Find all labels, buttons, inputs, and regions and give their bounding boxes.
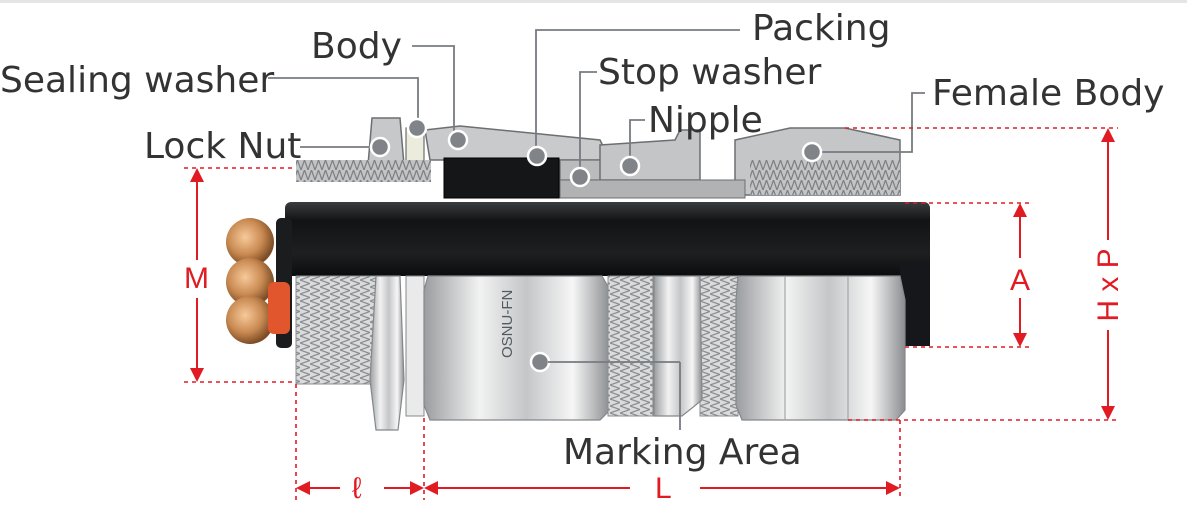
dim-label-a: A — [1010, 264, 1030, 297]
female-body-thread — [750, 160, 900, 195]
dim-label-l-small: ℓ — [352, 472, 362, 505]
dim-label-m: M — [184, 262, 209, 295]
body-thread — [296, 160, 431, 182]
sealing-washer-external — [405, 275, 425, 417]
gland-illustration: OSNU-FN — [226, 117, 930, 431]
marking-text: OSNU-FN — [499, 290, 516, 358]
conductor-2 — [226, 258, 274, 306]
dim-label-l-large: L — [655, 472, 672, 505]
cable — [285, 202, 930, 276]
body-dot — [447, 129, 469, 151]
label-nipple: Nipple — [648, 100, 763, 141]
conductor-3 — [226, 296, 274, 344]
marking-area-dot — [529, 351, 551, 373]
label-body: Body — [311, 26, 402, 67]
nipple-dot — [619, 155, 641, 177]
body-hex-external — [423, 275, 611, 421]
conductor-insulation — [268, 282, 290, 334]
female-body-hex-external — [735, 275, 906, 421]
top-rule — [0, 0, 1187, 3]
packing-dot — [526, 145, 548, 167]
nipple-thread-external — [607, 275, 654, 417]
label-packing: Packing — [752, 8, 890, 49]
dim-label-hxp: H x P — [1092, 248, 1125, 321]
body-thread-external — [295, 275, 377, 385]
dimension-lines — [184, 127, 1118, 500]
stop-washer-dot — [569, 166, 591, 188]
inner-sleeve — [559, 179, 746, 199]
leader-lines — [268, 29, 925, 430]
label-lock-nut: Lock Nut — [144, 126, 301, 167]
callout-dots — [369, 117, 823, 373]
conductor-1 — [226, 218, 274, 266]
female-body-dot — [801, 141, 823, 163]
sealing-washer-dot — [406, 117, 428, 139]
nipple-thread-external-2 — [699, 275, 739, 417]
label-female-body: Female Body — [932, 73, 1165, 114]
label-marking-area: Marking Area — [563, 432, 802, 473]
label-stop-washer: Stop washer — [598, 52, 822, 93]
nipple-hex-external — [653, 275, 703, 417]
lock-nut-external — [369, 275, 405, 431]
lock-nut-dot — [369, 136, 391, 158]
label-sealing-washer: Sealing washer — [0, 60, 274, 101]
